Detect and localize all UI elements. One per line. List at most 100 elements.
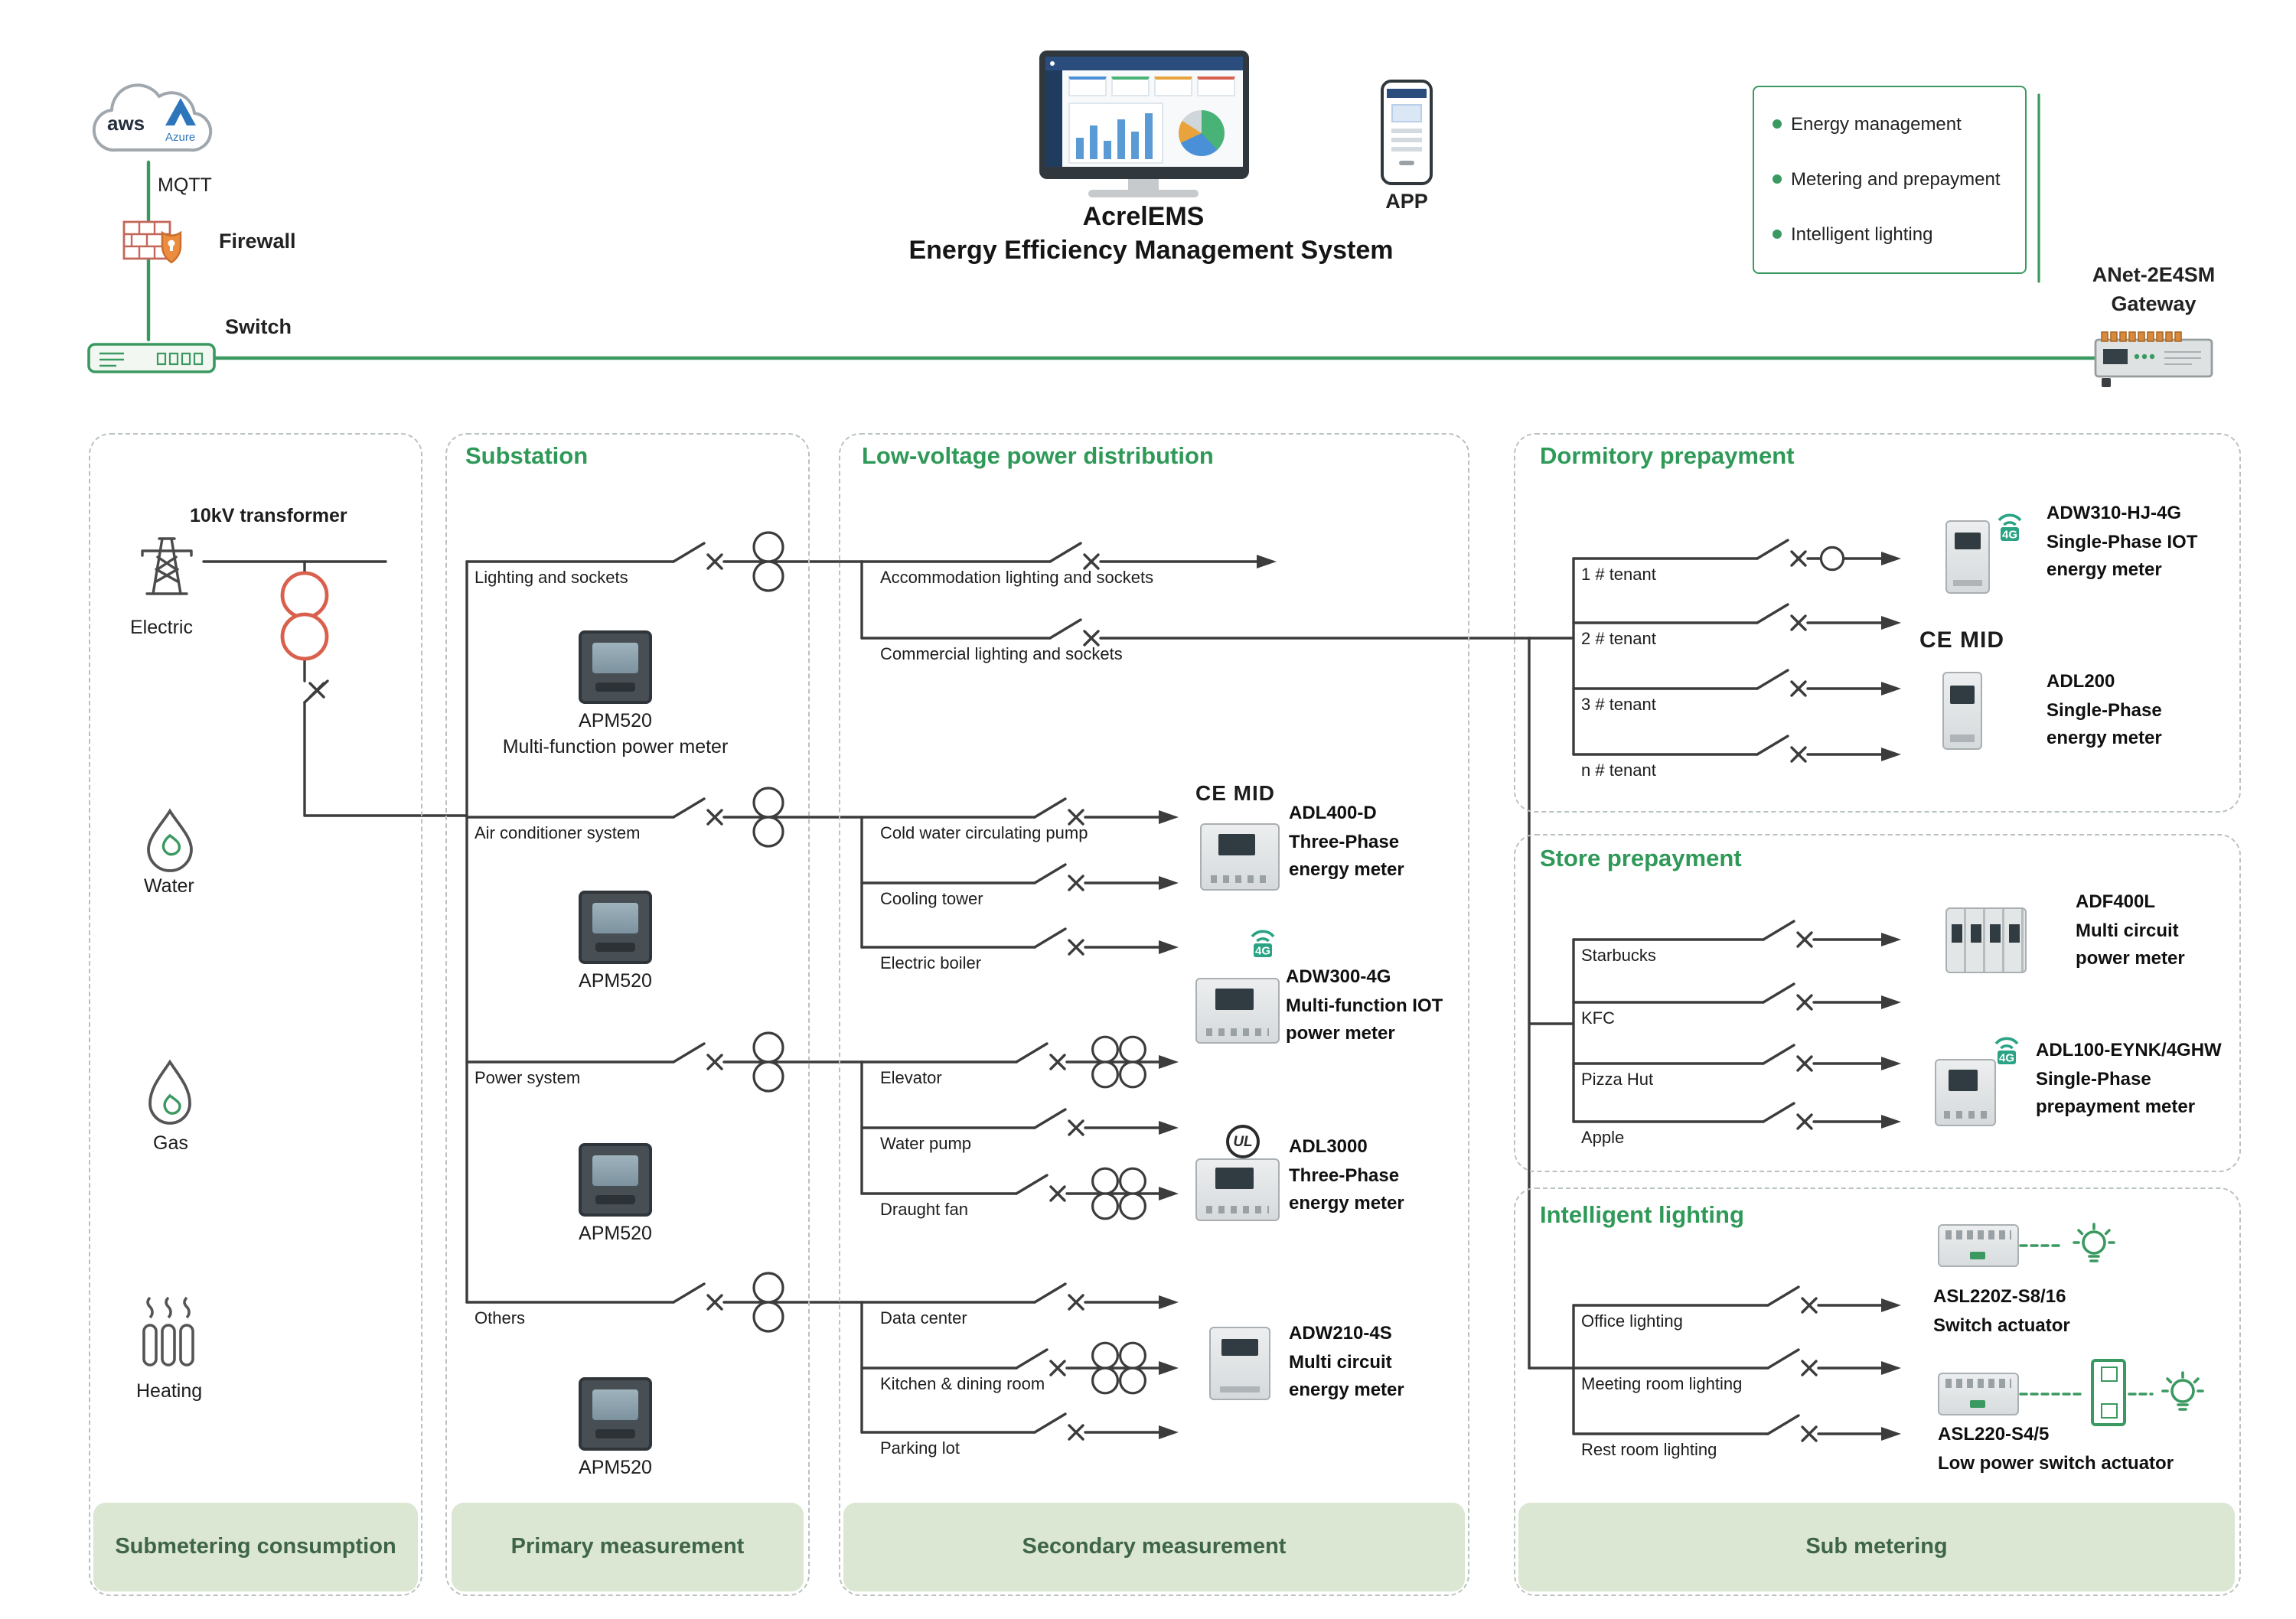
feeder-label: Power system (475, 1070, 581, 1088)
azure-logo-text: Azure (165, 131, 195, 144)
system-subtitle: Energy Efficiency Management System (908, 236, 1394, 265)
ce-mid-badge: CE MID (1919, 627, 2004, 653)
asl220-actuator-icon (1938, 1373, 2019, 1415)
adl200-meter-icon (1942, 672, 1982, 750)
adw310-meter-icon (1945, 520, 1990, 594)
dashboard-card (1154, 77, 1192, 96)
feature-item: Energy management (1791, 113, 1962, 135)
feeder-label: Lighting and sockets (475, 569, 628, 588)
phone-line (1391, 129, 1422, 132)
branch-label: Kitchen & dining room (880, 1376, 1045, 1394)
branch-label: Data center (880, 1310, 967, 1328)
network-switch-icon (87, 343, 216, 373)
device-label-adf400l: ADF400L Multi circuit power meter (2076, 891, 2185, 969)
store-tenant-label: Pizza Hut (1581, 1071, 1654, 1090)
feeder-label: Others (475, 1310, 526, 1328)
primary-measurement-bar: Primary measurement (452, 1503, 804, 1591)
electric-tower-icon (141, 537, 193, 595)
device-label-adw300: ADW300-4G Multi-function IOT power meter (1286, 966, 1443, 1044)
branch-label: Accommodation lighting and sockets (880, 569, 1154, 588)
store-group-box (1514, 834, 2241, 1172)
bulb-icon (2161, 1371, 2204, 1411)
asl220z-actuator-icon (1938, 1224, 2019, 1267)
store-tenant-label: Apple (1581, 1129, 1625, 1148)
gateway-label-1: ANet-2E4SM (2092, 263, 2216, 286)
lowvoltage-title: Low-voltage power distribution (862, 444, 1214, 470)
branch-label: Parking lot (880, 1440, 960, 1458)
phone-line (1391, 147, 1422, 151)
adl3000-meter-icon (1195, 1158, 1280, 1221)
phone-home-bar (1399, 161, 1414, 165)
branch-label: Water pump (880, 1135, 972, 1154)
switch-label: Switch (225, 315, 292, 338)
secondary-measurement-bar: Secondary measurement (843, 1503, 1465, 1591)
gateway-label-2: Gateway (2111, 292, 2197, 315)
apm520-label: APM520 (579, 1457, 652, 1478)
features-box (1753, 86, 2027, 274)
lowvoltage-group-box (839, 433, 1469, 1596)
device-label-adw310: ADW310-HJ-4G Single-Phase IOT energy met… (2047, 502, 2198, 580)
tenant-label: 3 # tenant (1581, 696, 1656, 715)
substation-title: Substation (465, 444, 589, 470)
sub-metering-bar: Sub metering (1518, 1503, 2235, 1591)
dormitory-title: Dormitory prepayment (1540, 444, 1795, 470)
feeder-label: Air conditioner system (475, 825, 641, 843)
ul-badge: UL (1226, 1125, 1260, 1158)
firewall-label: Firewall (219, 230, 296, 252)
room-label: Rest room lighting (1581, 1441, 1717, 1460)
submetering-footer-bar: Submetering consumption (93, 1503, 418, 1591)
apm520-meter-icon (579, 891, 652, 964)
submetering-group-box (89, 433, 422, 1596)
bullet-icon (1773, 174, 1782, 184)
apm520-label: APM520 (579, 970, 652, 992)
branch-label: Draught fan (880, 1201, 968, 1220)
aws-logo: aws (107, 112, 145, 135)
branch-label: Electric boiler (880, 955, 982, 973)
lighting-title: Intelligent lighting (1540, 1203, 1744, 1229)
mqtt-label: MQTT (158, 174, 212, 196)
transformer-label: 10kV transformer (190, 505, 347, 526)
svg-text:4G: 4G (1999, 1052, 2014, 1065)
device-label-adl3000: ADL3000 Three-Phase energy meter (1289, 1135, 1404, 1213)
adl100-meter-icon (1935, 1059, 1996, 1126)
source-label-gas: Gas (153, 1132, 188, 1154)
adf400l-meter-icon (1945, 907, 2027, 973)
dashboard-pie-chart (1179, 110, 1225, 156)
chart-bar (1104, 141, 1111, 159)
svg-text:4G: 4G (1255, 945, 1270, 958)
dashboard-topbar (1045, 57, 1243, 70)
device-label-adw210: ADW210-4S Multi circuit energy meter (1289, 1322, 1404, 1400)
room-label: Meeting room lighting (1581, 1376, 1743, 1394)
chart-bar (1145, 113, 1153, 159)
apm520-label: APM520 (579, 710, 652, 731)
phone-header (1387, 89, 1427, 98)
dashboard-card (1068, 77, 1107, 96)
branch-label: Commercial lighting and sockets (880, 646, 1123, 664)
monitor-stand (1128, 179, 1159, 190)
app-label: APP (1385, 190, 1428, 213)
phone-chart (1391, 104, 1422, 122)
chart-bar (1117, 119, 1125, 159)
dashboard-card (1111, 77, 1150, 96)
phone-line (1391, 138, 1422, 142)
dashboard-card (1197, 77, 1235, 96)
branch-label: Elevator (880, 1070, 942, 1088)
dashboard-logo-dot (1050, 61, 1055, 66)
tenant-label: 1 # tenant (1581, 566, 1656, 585)
lighting-group-box (1514, 1187, 2241, 1596)
apm520-desc: Multi-function power meter (502, 736, 729, 757)
apm520-meter-icon (579, 630, 652, 704)
branch-label: Cooling tower (880, 891, 983, 909)
tenant-label: n # tenant (1581, 762, 1656, 780)
bullet-icon (1773, 230, 1782, 239)
svg-text:4G: 4G (2002, 529, 2017, 542)
store-tenant-label: KFC (1581, 1010, 1615, 1028)
source-label-water: Water (144, 875, 194, 897)
apm520-meter-icon (579, 1143, 652, 1217)
device-label-asl220: ASL220-S4/5 Low power switch actuator (1938, 1423, 2174, 1473)
chart-bar (1090, 125, 1097, 159)
device-label-adl400d: ADL400-D Three-Phase energy meter (1289, 802, 1404, 880)
4g-icon: 4G (1994, 1037, 2019, 1065)
ce-mid-badge: CE MID (1195, 780, 1275, 805)
